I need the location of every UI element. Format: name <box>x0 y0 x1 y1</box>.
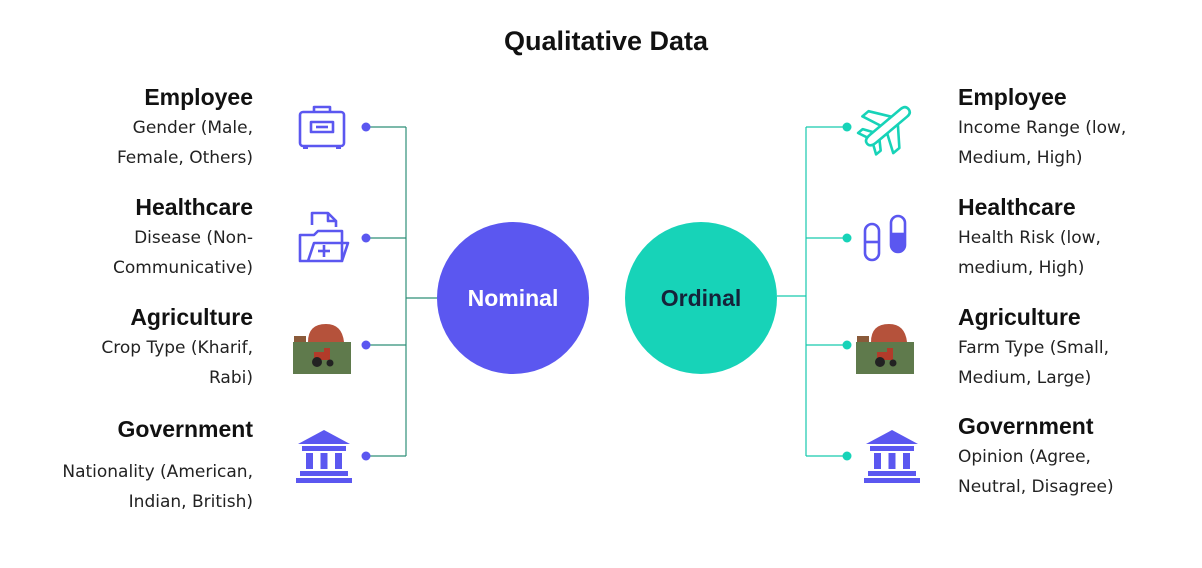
ordinal-item-employee: Employee Income Range (low,Medium, High) <box>958 83 1188 173</box>
government-building-icon <box>296 430 352 483</box>
ordinal-item-healthcare: Healthcare Health Risk (low,medium, High… <box>958 193 1188 283</box>
item-heading: Employee <box>144 84 253 110</box>
ordinal-node: Ordinal <box>625 222 777 374</box>
ordinal-label: Ordinal <box>660 284 742 311</box>
ordinal-item-agriculture: Agriculture Farm Type (Small,Medium, Lar… <box>958 303 1188 393</box>
pills-icon <box>863 214 907 262</box>
ordinal-connector-dots <box>842 122 852 461</box>
farm-tractor-icon <box>293 320 351 374</box>
ordinal-connectors <box>777 126 847 457</box>
nominal-item-government: Government Nationality (American,Indian,… <box>0 415 253 517</box>
item-description: Disease (Non-Communicative) <box>113 228 253 278</box>
nominal-item-agriculture: Agriculture Crop Type (Kharif,Rabi) <box>0 303 253 393</box>
item-description: Opinion (Agree,Neutral, Disagree) <box>958 447 1114 497</box>
nominal-connectors <box>366 126 437 457</box>
item-heading: Healthcare <box>135 194 253 220</box>
item-heading: Agriculture <box>958 304 1081 330</box>
airplane-icon <box>856 105 912 156</box>
nominal-connector-dots <box>361 122 371 461</box>
nominal-item-healthcare: Healthcare Disease (Non-Communicative) <box>0 193 253 283</box>
item-description: Health Risk (low,medium, High) <box>958 228 1101 278</box>
nominal-label: Nominal <box>467 284 559 311</box>
item-heading: Government <box>117 416 253 442</box>
item-heading: Agriculture <box>130 304 253 330</box>
ordinal-item-government: Government Opinion (Agree,Neutral, Disag… <box>958 412 1188 502</box>
item-heading: Healthcare <box>958 194 1076 220</box>
nominal-node: Nominal <box>437 222 589 374</box>
item-heading: Employee <box>958 84 1067 110</box>
item-description: Nationality (American,Indian, British) <box>62 462 253 512</box>
diagram-title: Qualitative Data <box>503 26 709 56</box>
nominal-item-employee: Employee Gender (Male,Female, Others) <box>0 83 253 173</box>
medical-folder-icon <box>298 211 350 263</box>
briefcase-icon <box>298 105 346 149</box>
item-description: Income Range (low,Medium, High) <box>958 118 1127 168</box>
item-heading: Government <box>958 413 1094 439</box>
item-description: Gender (Male,Female, Others) <box>116 118 253 168</box>
government-building-icon <box>864 430 920 483</box>
farm-tractor-icon <box>856 320 914 374</box>
item-description: Farm Type (Small,Medium, Large) <box>958 338 1109 388</box>
item-description: Crop Type (Kharif,Rabi) <box>101 338 253 388</box>
